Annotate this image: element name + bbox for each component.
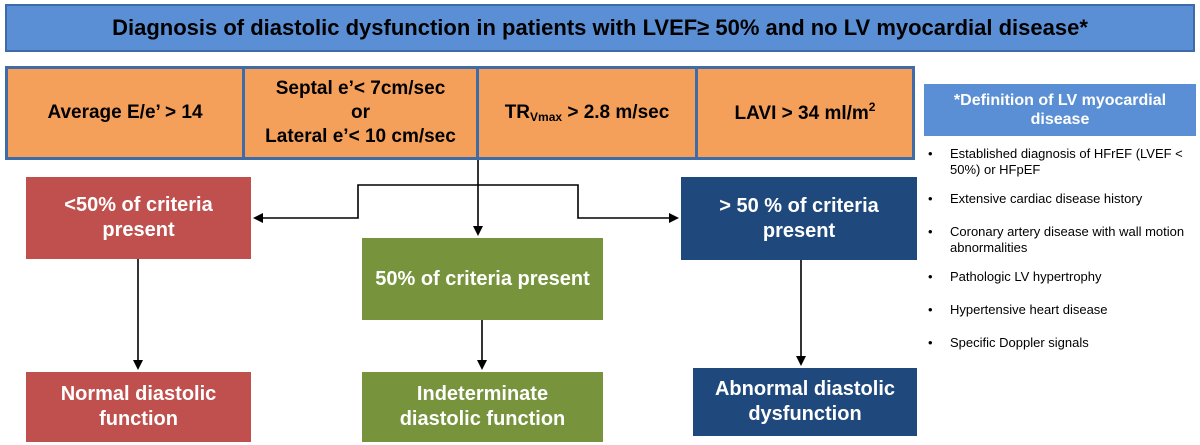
criterion-3-prefix: TR: [504, 102, 531, 123]
criterion-average-e-e-prime: Average E/e’ > 14: [5, 66, 245, 160]
result-abnormal-diastolic-dysfunction: Abnormal diastolic dysfunction: [693, 368, 917, 436]
bullet-icon: •: [928, 224, 933, 239]
outcome-more-than-50-percent: > 50 % of criteria present: [681, 177, 917, 260]
bullet-icon: •: [928, 269, 933, 284]
outcome-less-than-50-text: <50% of criteria present: [64, 194, 213, 241]
criterion-4-prefix: LAVI > 34 ml/m: [734, 103, 869, 125]
connector-to-more-than-50: [478, 184, 679, 223]
result-normal-diastolic-function: Normal diastolic function: [26, 372, 251, 442]
outcome-less-than-50-percent: <50% of criteria present: [26, 177, 251, 259]
connector-to-less-than-50: [253, 184, 478, 223]
result-indeterminate-text: Indeterminate diastolic function: [399, 383, 566, 430]
definition-item: • Established diagnosis of HFrEF (LVEF < …: [926, 146, 1196, 178]
result-normal-text: Normal diastolic function: [60, 383, 217, 430]
result-abnormal-text: Abnormal diastolic dysfunction: [714, 378, 896, 425]
criterion-septal-lateral-e-prime: Septal e’< 7cm/sec or Lateral e’< 10 cm/…: [242, 66, 479, 160]
definition-item: • Specific Doppler signals: [926, 335, 1196, 351]
diagram-title-text: Diagnosis of diastolic dysfunction in pa…: [112, 15, 1088, 41]
bullet-icon: •: [928, 335, 933, 350]
definition-heading-text: *Definition of LV myocardial disease: [953, 91, 1167, 128]
bullet-icon: •: [928, 302, 933, 317]
definition-item: • Extensive cardiac disease history: [926, 191, 1196, 207]
definition-item-text: Specific Doppler signals: [950, 335, 1089, 350]
criterion-4-text: LAVI > 34 ml/m2: [735, 100, 876, 126]
definition-item-text: Extensive cardiac disease history: [950, 191, 1143, 206]
criterion-lavi: LAVI > 34 ml/m2: [695, 66, 915, 160]
definition-item: • Pathologic LV hypertrophy: [926, 269, 1196, 285]
outcome-more-than-50-text: > 50 % of criteria present: [719, 194, 879, 242]
criterion-2-line-3: Lateral e’< 10 cm/sec: [265, 125, 456, 147]
definition-heading: *Definition of LV myocardial disease: [924, 84, 1196, 136]
definition-item: • Coronary artery disease with wall motio…: [926, 224, 1196, 256]
definition-item-text: Hypertensive heart disease: [950, 302, 1108, 317]
definition-item: • Hypertensive heart disease: [926, 302, 1196, 318]
definition-item-text: Pathologic LV hypertrophy: [950, 269, 1102, 284]
criterion-2-line-1: Septal e’< 7cm/sec: [275, 78, 446, 100]
bullet-icon: •: [928, 191, 933, 206]
bullet-icon: •: [928, 146, 933, 161]
definition-item-text: Established diagnosis of HFrEF (LVEF < 5…: [950, 146, 1183, 177]
criterion-1-text: Average E/e’ > 14: [47, 102, 203, 124]
criterion-3-subscript: Vmax: [530, 110, 563, 124]
definition-list: • Established diagnosis of HFrEF (LVEF < …: [926, 146, 1196, 368]
criterion-3-suffix: > 2.8 m/sec: [562, 102, 670, 123]
criterion-4-superscript: 2: [868, 100, 876, 115]
diagram-title: Diagnosis of diastolic dysfunction in pa…: [5, 4, 1195, 52]
criterion-3-text: TRVmax > 2.8 m/sec: [505, 101, 670, 125]
outcome-50-percent: 50% of criteria present: [362, 238, 603, 320]
result-indeterminate-diastolic-function: Indeterminate diastolic function: [362, 372, 603, 442]
outcome-50-text: 50% of criteria present: [375, 267, 590, 290]
criterion-2-line-2: or: [351, 102, 370, 124]
definition-item-text: Coronary artery disease with wall motion…: [950, 224, 1185, 255]
